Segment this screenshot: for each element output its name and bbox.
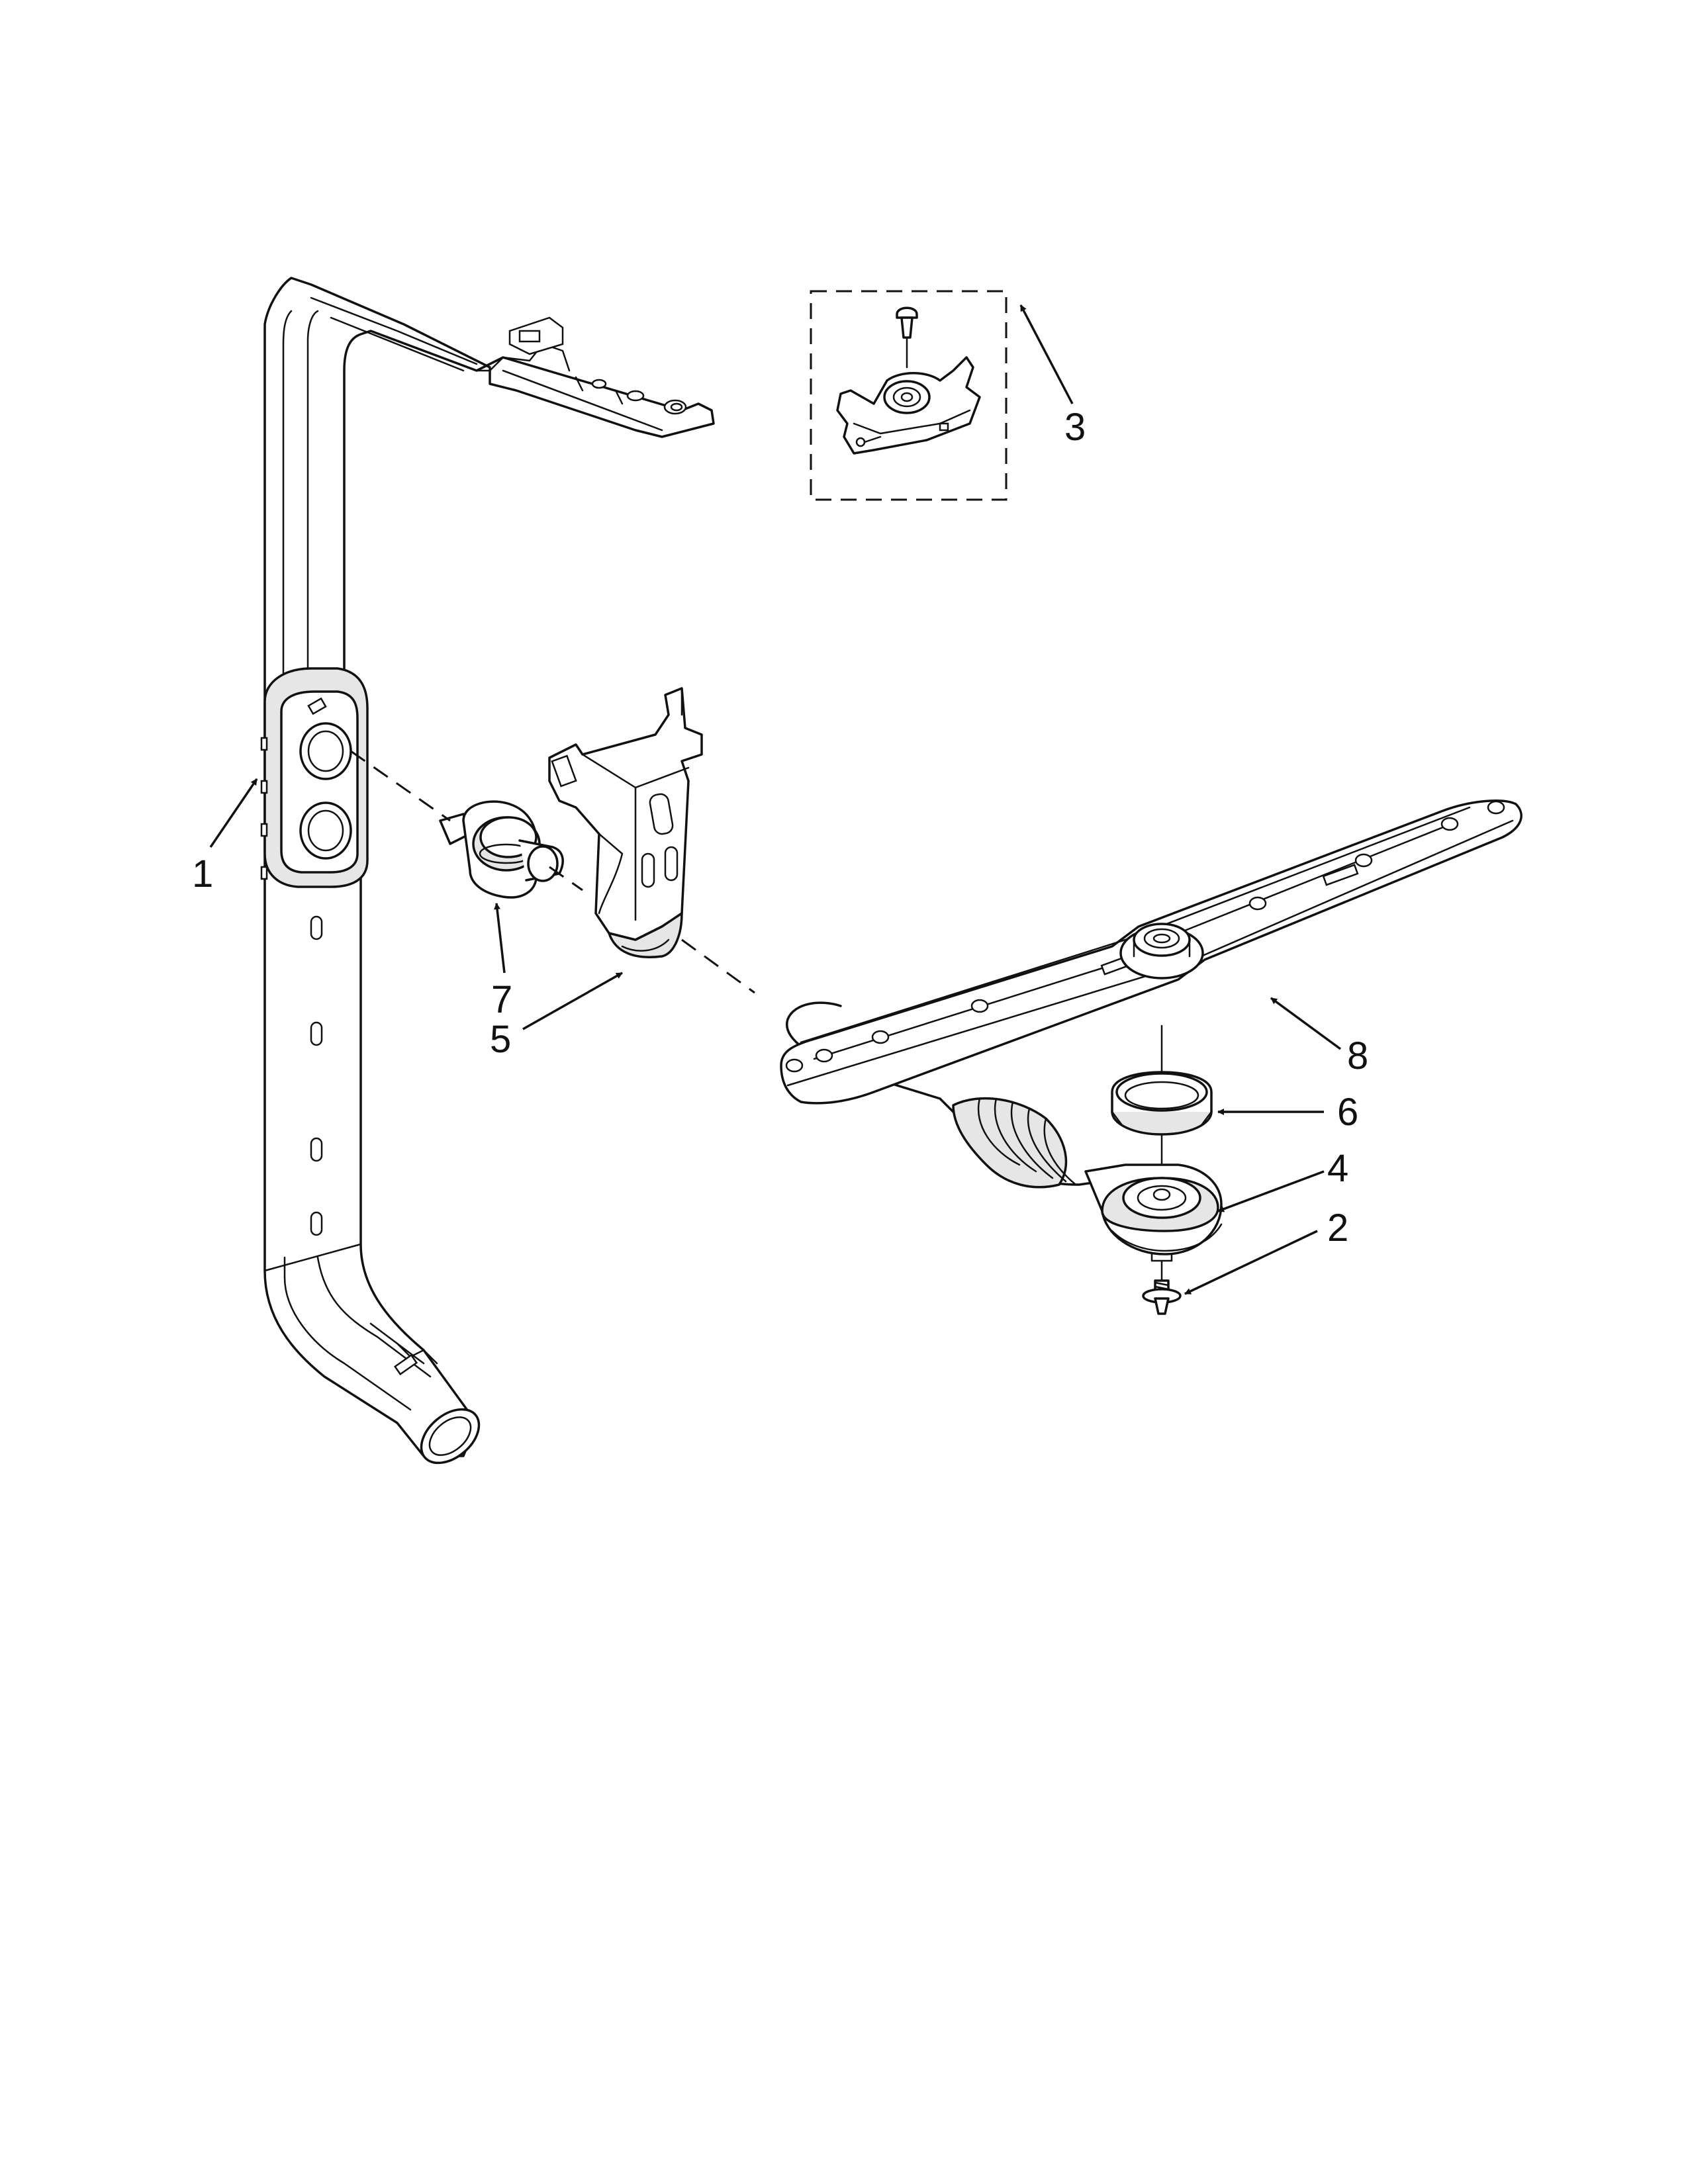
seal-ring-part-6 xyxy=(1111,1024,1324,1166)
inset-box-part-3 xyxy=(810,290,1074,501)
bracket-part-5 xyxy=(522,687,755,1030)
mount-nozzle-part-7 xyxy=(350,750,583,974)
callout-4: 4 xyxy=(1327,1147,1348,1190)
callout-5: 5 xyxy=(490,1018,511,1061)
callout-3: 3 xyxy=(1064,406,1086,449)
supply-tube-part xyxy=(260,277,715,1465)
callout-6: 6 xyxy=(1337,1091,1358,1134)
callout-7: 7 xyxy=(491,978,512,1021)
callout-2: 2 xyxy=(1327,1206,1348,1250)
callout-8: 8 xyxy=(1347,1034,1368,1077)
spray-arm-part-8 xyxy=(780,799,1523,1189)
hub-housing-part-4 xyxy=(1084,1163,1325,1282)
leader-1 xyxy=(209,778,258,848)
callout-1: 1 xyxy=(192,852,213,895)
screw-part-2 xyxy=(1142,1230,1318,1315)
